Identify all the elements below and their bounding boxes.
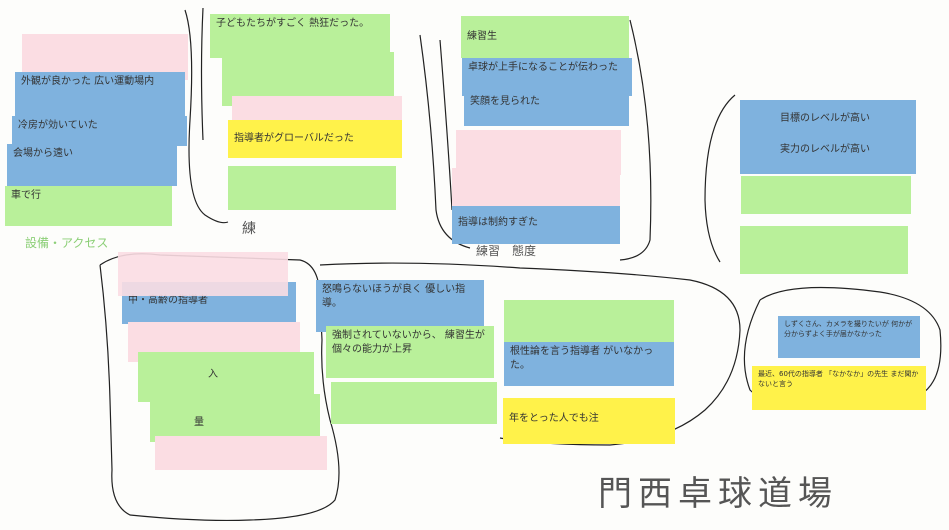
sticky-note: 目標のレベルが高い xyxy=(740,100,916,140)
sticky-note xyxy=(452,168,620,210)
sticky-note: 実力のレベルが高い xyxy=(740,140,916,174)
page-title: 門西卓球道場 xyxy=(598,474,838,514)
sticky-note xyxy=(331,382,497,424)
sticky-note: 根性論を言う指導者 がいなかった。 xyxy=(504,342,674,386)
group-label-facility: 設備・アクセス xyxy=(25,236,109,250)
sticky-note: 量 xyxy=(150,394,320,442)
sticky-note xyxy=(504,300,674,344)
sticky-note: 怒鳴らないほうが良く 優しい指導。 xyxy=(316,280,484,332)
sticky-note xyxy=(741,176,911,214)
sticky-note: 笑顔を見られた xyxy=(464,92,629,126)
sticky-note: 入 xyxy=(138,352,314,402)
sticky-note: しずくさん、カメラを撮りたいが 何かが分からずよく手が届かなかった xyxy=(778,316,920,358)
sticky-note: 年をとった人でも注 xyxy=(503,398,675,444)
sticky-note xyxy=(118,252,288,296)
sticky-note: 強制されていないから、 練習生が個々の能力が上昇 xyxy=(326,326,494,378)
sticky-note: 外観が良かった 広い運動場内 xyxy=(15,72,185,118)
sticky-note: 練習生 xyxy=(461,16,629,58)
sticky-note xyxy=(228,166,396,210)
sticky-note: 指導は制約すぎた xyxy=(452,206,620,244)
sticky-note xyxy=(740,226,908,274)
sticky-note: 最近、60代の指導者 「なかなか」の先生 まだ聞かないと言う xyxy=(752,366,926,410)
sticky-note xyxy=(456,130,621,175)
sticky-note: 冷房が効いていた xyxy=(12,116,187,146)
sticky-note xyxy=(155,436,327,470)
group-label-practice-attitude: 練習 態度 xyxy=(476,244,537,258)
sticky-note: 会場から遠い xyxy=(7,144,177,186)
group-label-practice: 練 xyxy=(242,221,256,237)
sticky-note: 車で行 xyxy=(5,186,172,226)
sticky-note: 子どもたちがすごく 熱狂だった。 xyxy=(210,14,390,58)
sticky-note: 卓球が上手になることが伝わった xyxy=(462,58,632,96)
sticky-note: 指導者がグローバルだった xyxy=(228,120,402,158)
